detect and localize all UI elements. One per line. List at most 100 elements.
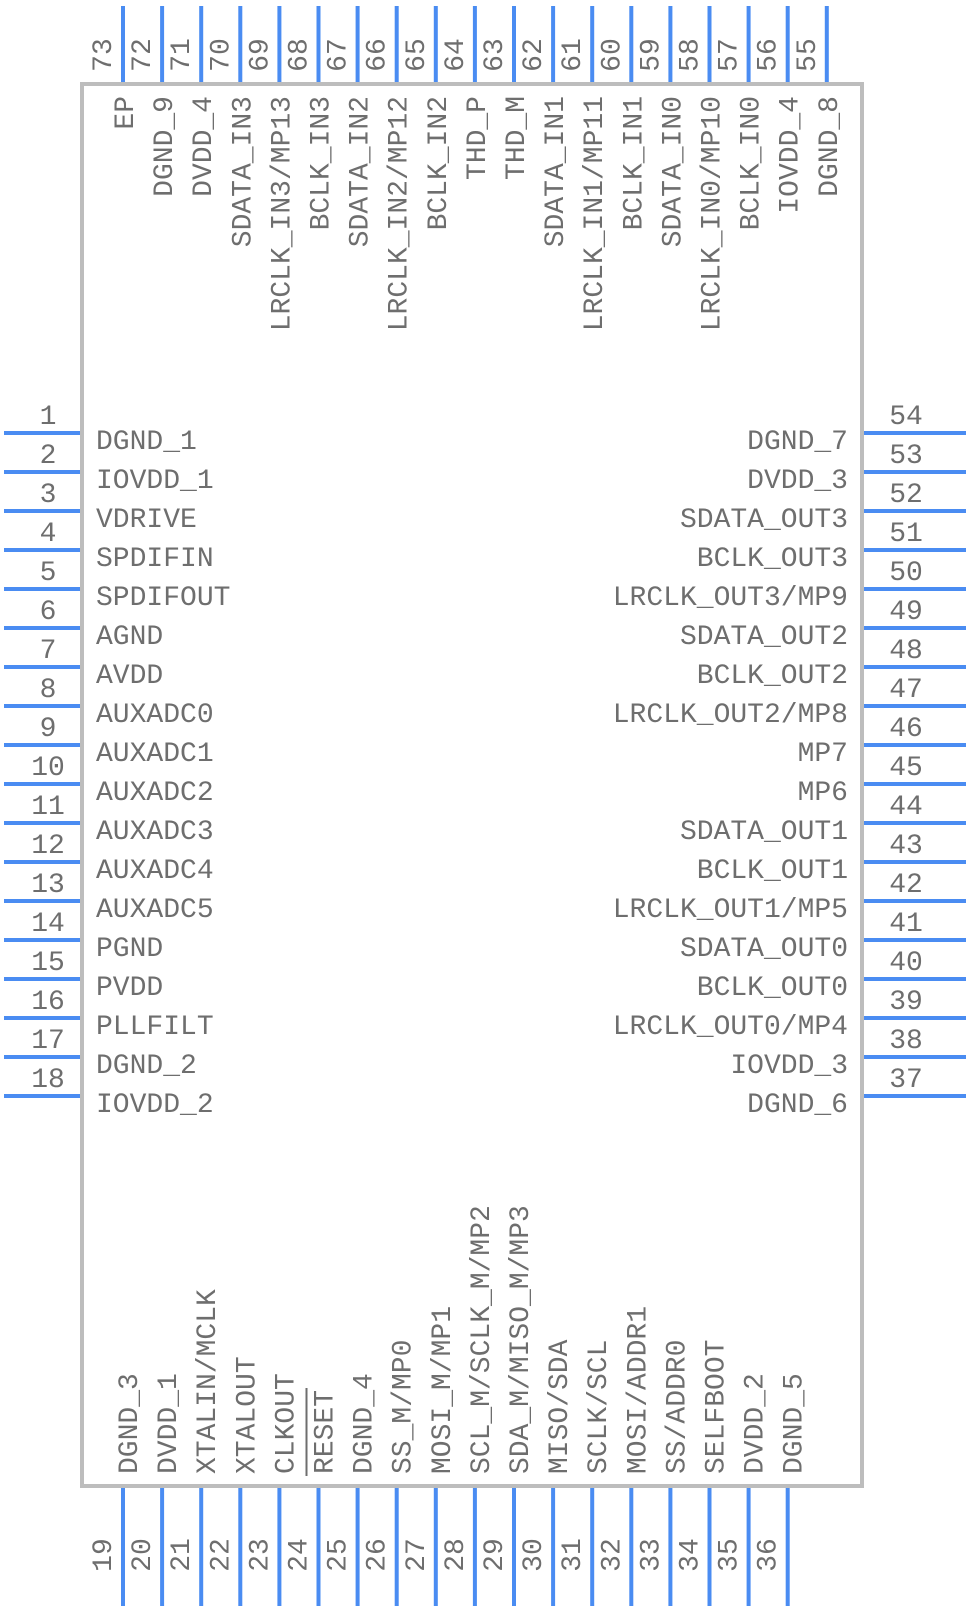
- pin-number: 43: [889, 831, 923, 862]
- ic-body-outline: [80, 82, 864, 1488]
- pin-label-sda-m-miso-m-mp3: SDA_M/MISO_M/MP3: [506, 1205, 537, 1474]
- pin-label-lrclk-in2-mp12: LRCLK_IN2/MP12: [385, 96, 416, 331]
- pin-label-bclk-in3: BCLK_IN3: [307, 96, 338, 230]
- pin-number: 33: [636, 1538, 667, 1572]
- pin-number: 36: [754, 1538, 785, 1572]
- pin-number: 6: [40, 597, 57, 628]
- pin-label-vdrive: VDRIVE: [96, 505, 197, 536]
- pin-label-xtalin-mclk: XTALIN/MCLK: [193, 1289, 224, 1474]
- pin-number: 18: [31, 1065, 65, 1096]
- left-pin-group: 1DGND_12IOVDD_13VDRIVE4SPDIFIN5SPDIFOUT6…: [4, 402, 230, 1121]
- pin-number: 27: [402, 1538, 433, 1572]
- pin-label-auxadc4: AUXADC4: [96, 856, 214, 887]
- pin-label-dgnd-3: DGND_3: [115, 1373, 146, 1474]
- pin-number: 70: [206, 38, 237, 72]
- pin-label-lrclk-in1-mp11: LRCLK_IN1/MP11: [580, 96, 611, 331]
- pin-label-auxadc0: AUXADC0: [96, 700, 214, 731]
- pin-number: 68: [285, 38, 316, 72]
- pin-number: 14: [31, 909, 65, 940]
- pin-label-dgnd-6: DGND_6: [747, 1090, 848, 1121]
- pin-number: 54: [889, 402, 923, 433]
- pin-label-dgnd-2: DGND_2: [96, 1051, 197, 1082]
- pin-label-bclk-in0: BCLK_IN0: [737, 96, 768, 230]
- pin-number: 42: [889, 870, 923, 901]
- pin-number: 39: [889, 987, 923, 1018]
- pin-label-lrclk-out3-mp9: LRCLK_OUT3/MP9: [613, 583, 848, 614]
- pin-label-sdata-in0: SDATA_IN0: [658, 96, 689, 247]
- pin-label-lrclk-out2-mp8: LRCLK_OUT2/MP8: [613, 700, 848, 731]
- pin-20: 20 DVDD_1: [128, 1373, 185, 1606]
- pin-number: 57: [715, 38, 746, 72]
- pin-label-spdifin: SPDIFIN: [96, 544, 214, 575]
- pin-number: 20: [128, 1538, 159, 1572]
- pin-number: 15: [31, 948, 65, 979]
- pin-label-pllfilt: PLLFILT: [96, 1012, 214, 1043]
- pin-label-lrclk-out1-mp5: LRCLK_OUT1/MP5: [613, 895, 848, 926]
- pin-number: 38: [889, 1026, 923, 1057]
- pin-label-iovdd-3: IOVDD_3: [730, 1051, 848, 1082]
- pin-label-reset: RESET: [311, 1390, 342, 1474]
- pin-number: 65: [402, 38, 433, 72]
- pin-label-clkout: CLKOUT: [271, 1373, 302, 1474]
- pin-label-thd-p: THD_P: [463, 96, 494, 180]
- pin-label-auxadc5: AUXADC5: [96, 895, 214, 926]
- pin-number: 53: [889, 441, 923, 472]
- pin-number: 37: [889, 1065, 923, 1096]
- pin-label-lrclk-in0-mp10: LRCLK_IN0/MP10: [698, 96, 729, 331]
- pin-number: 71: [167, 38, 198, 72]
- pin-label-thd-m: THD_M: [502, 96, 533, 180]
- pin-number: 52: [889, 480, 923, 511]
- pin-label-iovdd-2: IOVDD_2: [96, 1090, 214, 1121]
- pin-number: 7: [40, 636, 57, 667]
- pin-label-dvdd-1: DVDD_1: [154, 1373, 185, 1474]
- pin-label-bclk-out3: BCLK_OUT3: [697, 544, 848, 575]
- pin-label-dgnd-1: DGND_1: [96, 427, 197, 458]
- pin-label-ep: EP: [111, 96, 142, 130]
- pin-label-sdata-out0: SDATA_OUT0: [680, 934, 848, 965]
- pin-number: 56: [754, 38, 785, 72]
- pin-label-spdifout: SPDIFOUT: [96, 583, 230, 614]
- pin-label-sdata-out3: SDATA_OUT3: [680, 505, 848, 536]
- pin-number: 1: [40, 402, 57, 433]
- pin-number: 30: [519, 1538, 550, 1572]
- pin-number: 41: [889, 909, 923, 940]
- pin-label-mp7: MP7: [798, 739, 848, 770]
- pin-number: 17: [31, 1026, 65, 1057]
- top-pin-group: 73EP72DGND_971DVDD_470SDATA_IN369LRCLK_I…: [89, 6, 846, 331]
- pin-number: 60: [597, 38, 628, 72]
